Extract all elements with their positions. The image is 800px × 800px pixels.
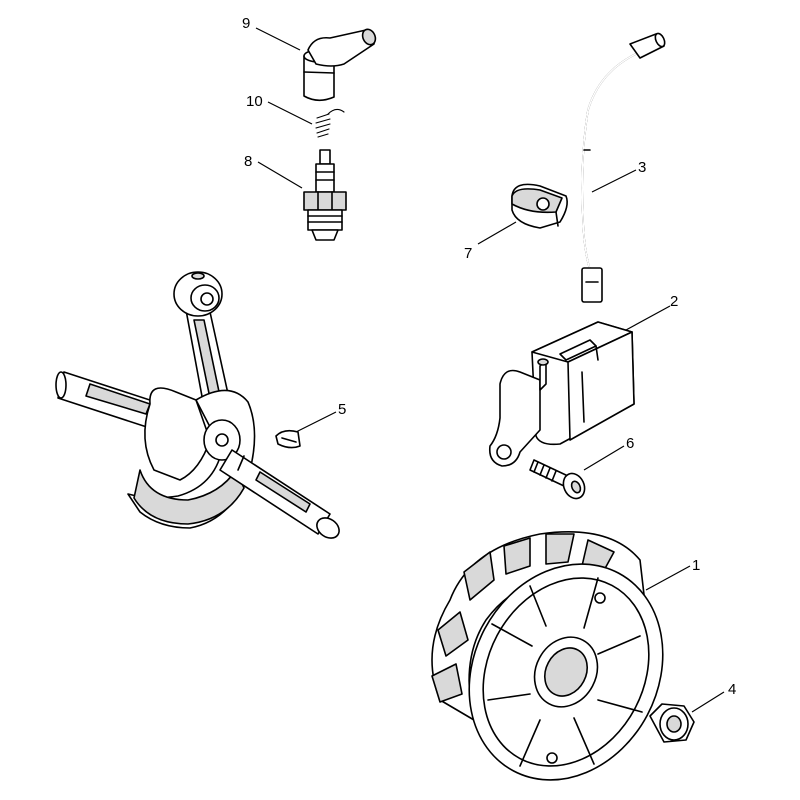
leader-3 (591, 169, 637, 193)
callout-labels: 1 2 3 4 5 6 7 8 9 10 (242, 15, 736, 698)
leader-1 (645, 565, 691, 591)
leader-5 (295, 411, 337, 433)
coil-mounting-screw[interactable] (529, 459, 589, 502)
leader-9 (255, 27, 301, 51)
callout-10: 10 (246, 93, 263, 110)
callout-9: 9 (242, 15, 250, 32)
flywheel-nut[interactable] (649, 703, 695, 743)
spring[interactable] (315, 108, 345, 138)
callout-2: 2 (670, 293, 678, 310)
leader-10 (267, 101, 313, 125)
leader-2 (625, 305, 671, 331)
leader-7 (477, 221, 517, 245)
spark-plug-cap[interactable] (303, 27, 378, 102)
callout-3: 3 (638, 159, 646, 176)
callout-7: 7 (464, 245, 472, 262)
spark-plug[interactable] (303, 149, 347, 241)
leader-lines (255, 27, 725, 713)
leader-8 (257, 161, 303, 189)
leader-6 (583, 445, 625, 471)
crankshaft-assembly[interactable] (55, 271, 343, 542)
woodruff-key[interactable] (275, 429, 301, 449)
callout-6: 6 (626, 435, 634, 452)
callout-4: 4 (728, 681, 736, 698)
callout-1: 1 (692, 557, 700, 574)
leader-4 (691, 691, 725, 713)
callout-8: 8 (244, 153, 252, 170)
wire-grommet[interactable] (511, 183, 568, 229)
callout-5: 5 (338, 401, 346, 418)
flywheel[interactable] (431, 530, 700, 800)
ignition-coil[interactable] (488, 321, 635, 467)
ignition-lead-wire[interactable] (581, 32, 667, 303)
